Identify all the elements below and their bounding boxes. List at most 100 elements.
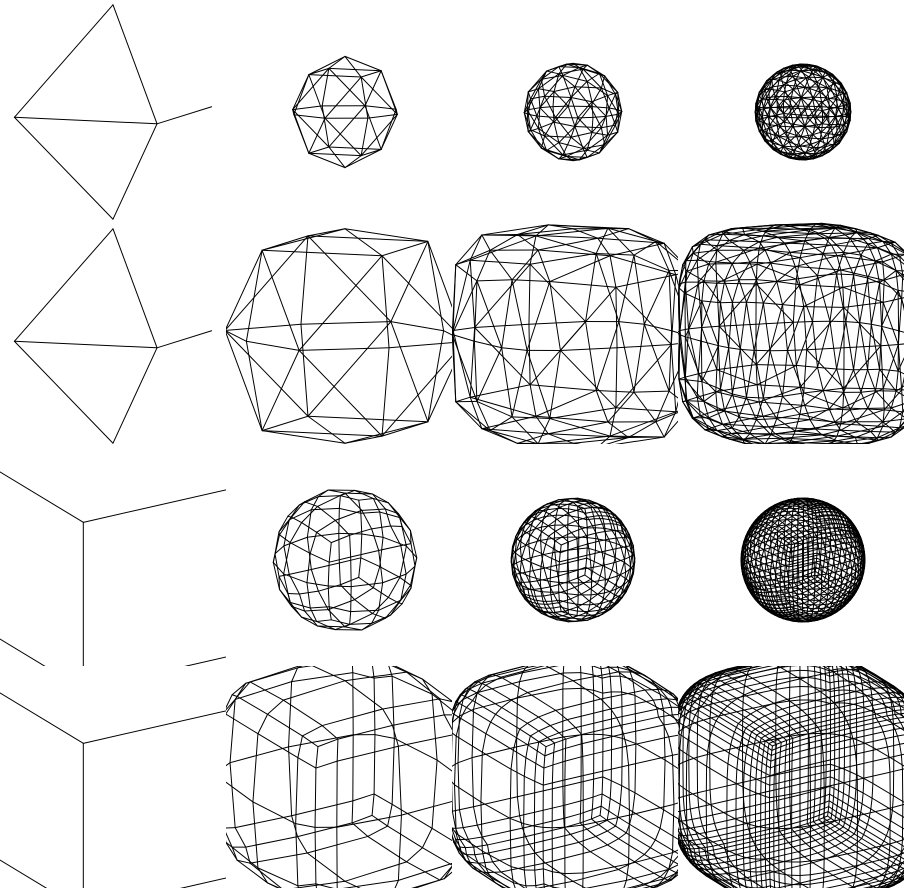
mesh-edge — [824, 503, 828, 504]
mesh-edge — [830, 274, 837, 321]
mesh-edge — [596, 533, 599, 541]
mesh-edge — [807, 307, 844, 349]
mesh-edge — [529, 324, 530, 385]
mesh-edge — [828, 505, 832, 506]
mesh-edge — [554, 122, 575, 126]
mesh-edge — [766, 544, 770, 546]
mesh-edge — [815, 571, 818, 573]
mesh-edge — [814, 504, 817, 505]
mesh-edge — [605, 592, 611, 599]
mesh-edge — [551, 558, 552, 569]
mesh-edge — [718, 346, 720, 389]
mesh-edge — [548, 434, 628, 438]
mesh-edge — [351, 550, 379, 557]
mesh-edge — [546, 536, 549, 544]
mesh-edge — [14, 229, 113, 341]
mesh-edge — [604, 580, 605, 593]
mesh-edge — [328, 586, 351, 587]
mesh-edge — [530, 562, 531, 576]
mesh-edge — [262, 250, 299, 350]
mesh-edge — [796, 517, 802, 520]
mesh-edge — [616, 287, 617, 348]
mesh-edge — [596, 322, 619, 391]
mesh-edge — [14, 341, 157, 348]
mesh-edge — [616, 275, 676, 287]
mesh-edge — [813, 276, 818, 322]
mesh-edge — [339, 508, 361, 513]
mesh-edge — [830, 531, 834, 532]
mesh-edge — [398, 514, 410, 531]
mesh-edge — [560, 350, 615, 407]
mesh-edge — [818, 321, 830, 367]
mesh-edge — [679, 335, 685, 380]
mesh-edge — [359, 558, 361, 578]
mesh-edge — [456, 402, 490, 431]
mesh-edge — [822, 576, 825, 578]
mesh-edge — [783, 435, 822, 438]
mesh-edge — [619, 255, 634, 321]
mesh-edge — [307, 583, 310, 608]
mesh-edge — [339, 533, 362, 534]
mesh-edge — [587, 519, 595, 520]
mesh-edge — [836, 573, 840, 575]
wireframe-edges — [511, 498, 635, 621]
mesh-edge — [822, 124, 829, 125]
mesh-edge — [543, 554, 552, 558]
mesh-edge — [792, 516, 796, 520]
mesh-edge — [794, 498, 797, 499]
mesh-edge — [564, 501, 574, 502]
mesh-edge — [821, 533, 826, 534]
mesh-edge — [525, 572, 529, 582]
mesh-edge — [83, 487, 226, 522]
mesh-edge — [531, 96, 545, 99]
mesh-cell — [678, 444, 904, 666]
mesh-edge — [880, 271, 897, 283]
mesh-edge — [14, 5, 113, 117]
mesh-edge — [757, 385, 759, 402]
mesh-edge — [0, 465, 83, 522]
mesh-edge — [822, 109, 829, 110]
mesh-edge — [786, 555, 789, 557]
mesh-edge — [482, 416, 536, 428]
mesh-edge — [825, 147, 826, 152]
mesh-edge — [475, 324, 529, 327]
mesh-edge — [541, 587, 550, 589]
mesh-edge — [381, 114, 397, 149]
mesh-edge — [540, 580, 541, 592]
mesh-edge — [720, 281, 724, 302]
mesh-edge — [529, 540, 541, 544]
mesh-edge — [759, 242, 784, 243]
mesh-edge — [602, 549, 613, 551]
mesh-edge — [818, 253, 824, 275]
mesh-edge — [793, 532, 796, 535]
mesh-edge — [844, 346, 881, 388]
mesh-cell — [0, 0, 226, 222]
mesh-edge — [882, 326, 899, 330]
mesh-edge — [559, 582, 568, 583]
mesh-edge — [669, 271, 672, 331]
mesh-edge — [616, 287, 671, 344]
mesh-edge — [475, 327, 530, 384]
mesh-edge — [391, 526, 403, 527]
mesh-edge — [813, 100, 822, 102]
mesh-edge — [512, 250, 538, 280]
mesh-edge — [552, 549, 554, 559]
mesh-edge — [530, 385, 536, 416]
mesh-edge — [616, 348, 617, 408]
subdivided-sphere-icon — [678, 0, 904, 222]
mesh-edge — [226, 250, 262, 330]
mesh-edge — [531, 116, 537, 130]
mesh-edge — [590, 503, 597, 504]
mesh-edge — [552, 601, 554, 608]
mesh-edge — [716, 385, 757, 392]
mesh-edge — [577, 611, 588, 612]
mesh-edge — [350, 612, 351, 625]
mesh-edge — [792, 539, 796, 541]
mesh-edge — [702, 281, 704, 301]
mesh-edge — [604, 562, 616, 565]
wireframe-edges — [273, 490, 416, 630]
mesh-edge — [301, 236, 308, 324]
mesh-edge — [746, 302, 754, 350]
mesh-edge — [554, 537, 567, 538]
mesh-edge — [578, 504, 584, 506]
